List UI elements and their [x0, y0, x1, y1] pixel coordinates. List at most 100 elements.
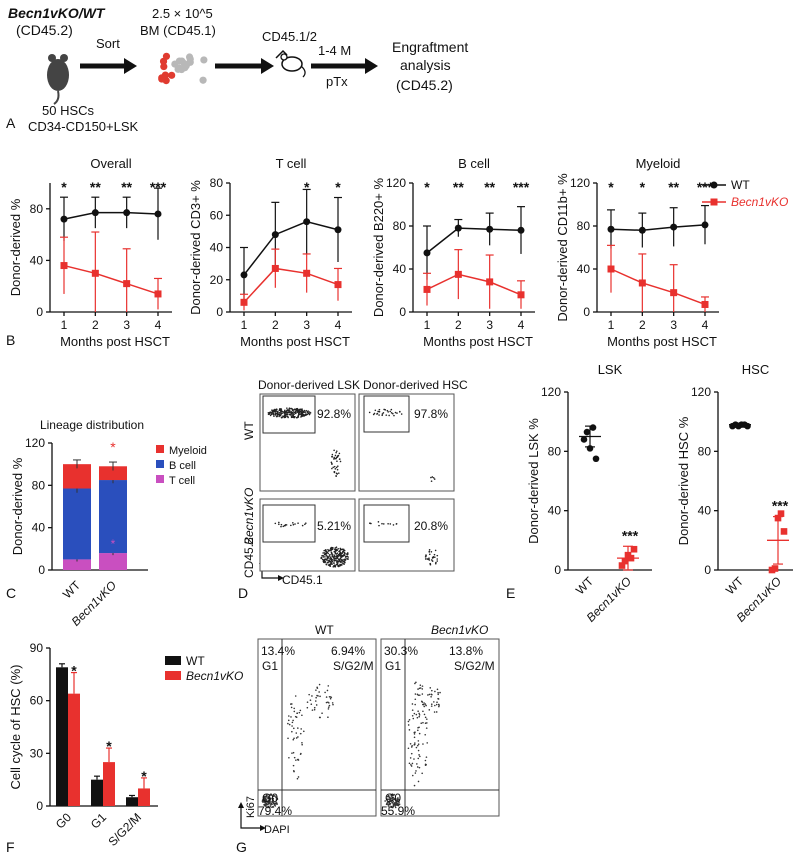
flow-event: [293, 408, 296, 411]
flow-event: [297, 411, 299, 413]
cellcycle-event: [291, 730, 293, 733]
flow-row1-label: WT: [242, 421, 256, 440]
cellcycle-event: [295, 732, 298, 734]
cellcycle-event: [418, 715, 421, 718]
flow-event: [428, 559, 431, 561]
wt-g1-pct: 13.4%: [261, 644, 295, 658]
cellcycle-event: [428, 693, 431, 696]
cellcycle-event: [329, 697, 332, 700]
cellcycle-event: [409, 757, 412, 759]
flow-event: [283, 524, 286, 527]
flow-event: [436, 554, 439, 557]
flow-event: [269, 414, 272, 417]
legend-ko: Becn1vKO: [731, 195, 788, 209]
myeloid-ytick-label: 40: [577, 262, 591, 276]
cellcycle-event: [296, 777, 299, 780]
cellcycle-event: [392, 796, 394, 799]
cellcycle-ylabel: Cell cycle of HSC (%): [8, 665, 23, 790]
cellcycle-event: [308, 693, 310, 696]
category-label: WT: [723, 574, 747, 598]
donor-marker: (CD45.2): [16, 22, 73, 38]
cellcycle-event: [433, 701, 435, 703]
flow-event: [278, 415, 280, 418]
flow-event: [327, 552, 329, 555]
significance-star: *: [71, 663, 77, 679]
cellcycle-event: [327, 706, 330, 708]
flow-event: [381, 413, 384, 415]
flow-event: [372, 413, 375, 416]
cellcycle-event: [407, 724, 410, 726]
cellcycle-event: [419, 755, 421, 758]
flow-event: [280, 410, 282, 413]
cellcycle-event: [321, 712, 323, 715]
flow-event: [428, 553, 431, 556]
flow-event: [291, 412, 294, 414]
data-point-ko: [618, 562, 626, 569]
cellcycle-event: [398, 799, 400, 801]
significance-star: *: [106, 738, 112, 754]
flow-event: [283, 412, 285, 414]
flow-event: [271, 409, 273, 411]
cellcycle-event: [288, 756, 290, 759]
cellcycle-event: [389, 799, 391, 802]
flow-event: [335, 450, 338, 452]
cellcycle-ko-title: Becn1vKO: [431, 623, 488, 637]
significance-star: *: [111, 537, 116, 551]
flow-event: [292, 414, 294, 417]
cellcycle-event: [411, 709, 414, 711]
cellcycle-event: [423, 713, 426, 716]
cellcycle-event: [293, 737, 295, 740]
flow-event: [288, 408, 291, 410]
cellcycle-event: [417, 688, 419, 690]
cellcycle-event: [425, 763, 427, 766]
flow-event: [273, 410, 276, 413]
data-point-ko: [154, 290, 162, 298]
flow-event: [286, 407, 288, 409]
significance-star: ***: [622, 527, 639, 543]
cell-dot: [180, 59, 188, 68]
category-label: WT: [573, 574, 597, 598]
cellcycle-event: [397, 797, 399, 799]
cellcycle-event: [385, 803, 388, 806]
cellcycle-event: [287, 719, 290, 722]
hsc-count: 50 HSCs: [42, 103, 95, 118]
cellcycle-event: [275, 796, 277, 798]
cellcycle-event: [387, 794, 390, 797]
cellcycle-event: [318, 716, 321, 719]
flow-event: [368, 411, 371, 414]
flow-event: [430, 550, 433, 553]
flow-event: [428, 551, 431, 553]
flow-event: [424, 556, 427, 558]
flow-event: [334, 547, 337, 549]
series-line-wt: [610, 224, 706, 232]
hsc-ytick-label: 40: [698, 504, 712, 518]
flow-event: [333, 449, 335, 452]
data-point-wt: [486, 225, 494, 233]
cellcycle-event: [313, 706, 316, 709]
cellcycle-event: [263, 801, 266, 803]
cellcycle-event: [291, 725, 293, 727]
flow-event: [304, 523, 306, 526]
flow-col2-title: Donor-derived HSC: [363, 378, 468, 392]
lsk-ytick-label: 0: [554, 563, 561, 577]
xtick-label: 1: [608, 318, 615, 332]
bcell-ytick-label: 40: [393, 262, 407, 276]
flow-event: [327, 560, 329, 562]
legend-label-ko: Becn1vKO: [186, 669, 243, 683]
overall-ytick-label: 80: [30, 202, 44, 216]
flow-event: [428, 548, 431, 551]
flow-event: [335, 475, 337, 477]
cellcycle-event: [411, 715, 414, 717]
cellcycle-event: [324, 691, 326, 694]
cellcycle-event: [391, 801, 393, 804]
cellcycle-event: [327, 708, 330, 710]
flow-event: [333, 562, 335, 564]
hsc-phenotype: CD34-CD150+LSK: [28, 119, 139, 134]
cellcycle-event: [316, 687, 319, 689]
cellcycle-event: [301, 742, 303, 744]
cellcycle-event: [309, 699, 312, 701]
cellcycle-event: [297, 758, 299, 761]
cellcycle-event: [418, 712, 420, 715]
cellcycle-event: [265, 797, 267, 799]
flow-event: [389, 410, 392, 413]
